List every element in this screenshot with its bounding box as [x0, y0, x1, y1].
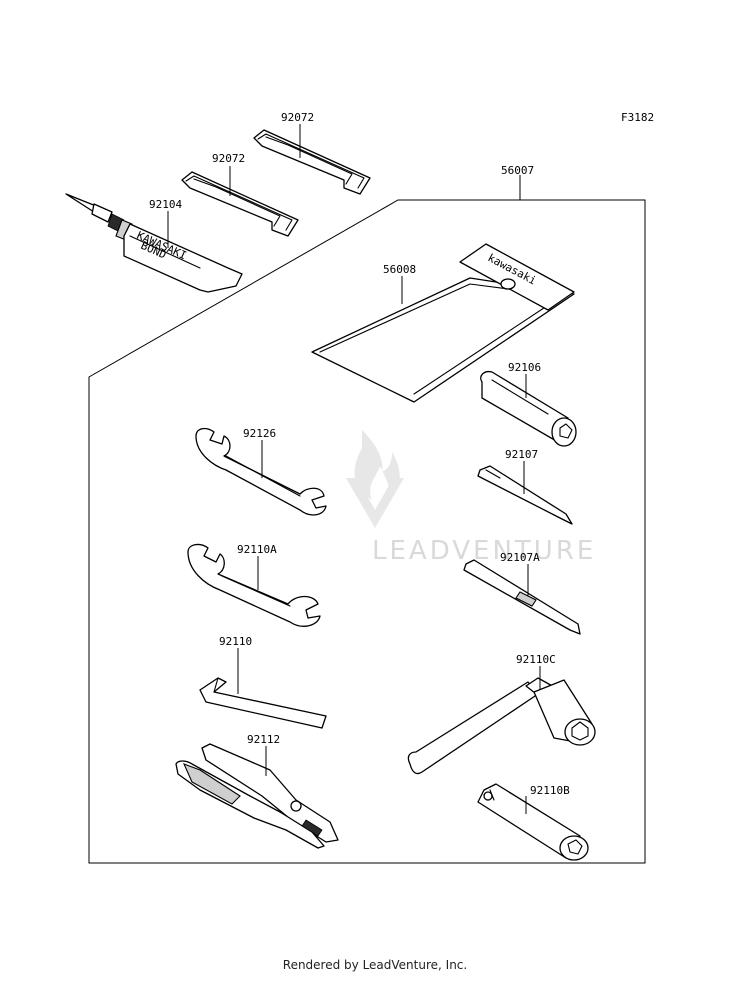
box-wrench-part	[407, 677, 596, 775]
band-upper-part	[253, 129, 371, 195]
band-lower-part	[181, 171, 299, 237]
plug-wrench-part	[477, 783, 589, 861]
hex-key-part	[199, 677, 327, 729]
pliers-part	[175, 743, 339, 849]
screwdriver-part	[477, 465, 573, 525]
part-label-pliers[interactable]: 92112	[247, 733, 280, 746]
footer-credit: Rendered by LeadVenture, Inc.	[282, 958, 468, 972]
watermark-text: LEADVENTURE	[372, 536, 596, 566]
leader-lines	[167, 124, 541, 814]
leadventure-watermark-logo	[346, 430, 404, 528]
part-label-band-upper[interactable]: 92072	[281, 111, 314, 124]
part-label-bond-tube[interactable]: 92104	[149, 198, 182, 211]
part-label-wrench-b[interactable]: 92110A	[237, 543, 277, 556]
pouch-part: kawasaki	[311, 243, 575, 403]
part-label-grip[interactable]: 92106	[508, 361, 541, 374]
part-label-wrench-a[interactable]: 92126	[243, 427, 276, 440]
kit-outline	[88, 199, 646, 864]
part-label-kit[interactable]: 56007	[501, 164, 534, 177]
part-label-box-wrench[interactable]: 92110C	[516, 653, 556, 666]
grip-part	[480, 370, 577, 447]
part-label-plug-wrench[interactable]: 92110B	[530, 784, 570, 797]
screwdriver-a-part	[463, 559, 581, 635]
wrench-b-part	[187, 543, 321, 627]
part-label-screwdriver-a[interactable]: 92107A	[500, 551, 540, 564]
part-label-screwdriver[interactable]: 92107	[505, 448, 538, 461]
part-label-band-lower[interactable]: 92072	[212, 152, 245, 165]
wrench-a-part	[195, 427, 327, 516]
part-label-hex-key[interactable]: 92110	[219, 635, 252, 648]
part-label-pouch[interactable]: 56008	[383, 263, 416, 276]
figure-code: F3182	[621, 111, 654, 124]
